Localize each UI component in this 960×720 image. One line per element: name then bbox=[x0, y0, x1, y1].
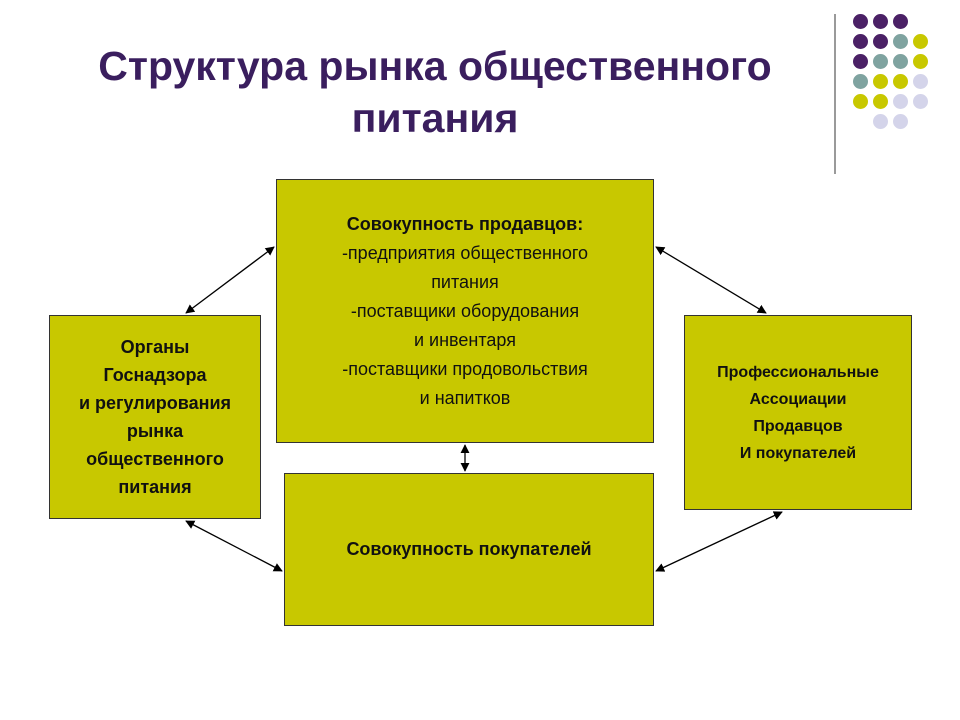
decorative-dot bbox=[873, 94, 888, 109]
government-line: и регулирования bbox=[78, 393, 232, 413]
decorative-dot bbox=[893, 54, 908, 69]
associations-line: Ассоциации bbox=[749, 390, 847, 408]
decorative-dot bbox=[873, 74, 888, 89]
government-line: Органы bbox=[120, 337, 190, 357]
arrow-gov-buyers bbox=[185, 520, 283, 572]
government-line: Госнадзора bbox=[103, 365, 207, 385]
decorative-dot bbox=[853, 74, 868, 89]
sellers-line: -предприятия общественного bbox=[341, 242, 589, 263]
government-line: питания bbox=[118, 477, 192, 497]
sellers-line: питания bbox=[431, 271, 499, 292]
associations-box: Профессиональные Ассоциации Продавцов И … bbox=[684, 315, 912, 510]
decorative-dot bbox=[913, 54, 928, 69]
decorative-dot bbox=[913, 74, 928, 89]
arrow-gov-sellers bbox=[185, 246, 275, 314]
sellers-line: и инвентаря bbox=[414, 329, 516, 350]
government-box: Органы Госнадзора и регулирования рынка … bbox=[49, 315, 261, 519]
decorative-dot bbox=[893, 94, 908, 109]
decorative-dot bbox=[893, 74, 908, 89]
decorative-dot bbox=[873, 14, 888, 29]
government-line: рынка bbox=[126, 421, 184, 441]
sellers-line: и напитков bbox=[419, 387, 511, 408]
buyers-label: Совокупность покупателей bbox=[346, 539, 592, 559]
arrow-sellers-assoc bbox=[655, 246, 767, 314]
associations-line: И покупателей bbox=[739, 444, 857, 462]
decorative-dot bbox=[893, 114, 908, 129]
decorative-dot bbox=[873, 34, 888, 49]
page-title: Структура рынка общественного питания bbox=[40, 40, 830, 144]
title-line-1: Структура рынка общественного bbox=[98, 43, 772, 89]
decorative-dot bbox=[853, 54, 868, 69]
sellers-line: -поставщики оборудования bbox=[350, 300, 580, 321]
decorative-dot bbox=[873, 114, 888, 129]
sellers-line: -поставщики продовольствия bbox=[342, 358, 588, 379]
decorative-dot bbox=[893, 14, 908, 29]
decorative-dot bbox=[853, 94, 868, 109]
buyers-box: Совокупность покупателей bbox=[284, 473, 654, 626]
decorative-dot bbox=[893, 34, 908, 49]
decorative-dot bbox=[853, 14, 868, 29]
decorative-dot bbox=[913, 34, 928, 49]
sellers-box: Совокупность продавцов: -предприятия общ… bbox=[276, 179, 654, 443]
title-line-2: питания bbox=[351, 95, 519, 141]
decorative-dot bbox=[913, 94, 928, 109]
decorative-dot bbox=[853, 34, 868, 49]
decorative-divider bbox=[834, 14, 836, 174]
sellers-heading: Совокупность продавцов: bbox=[346, 213, 584, 234]
associations-line: Профессиональные bbox=[717, 363, 879, 381]
associations-line: Продавцов bbox=[753, 417, 843, 435]
decorative-dot bbox=[873, 54, 888, 69]
government-line: общественного bbox=[86, 449, 224, 469]
arrow-buyers-assoc bbox=[655, 511, 783, 572]
